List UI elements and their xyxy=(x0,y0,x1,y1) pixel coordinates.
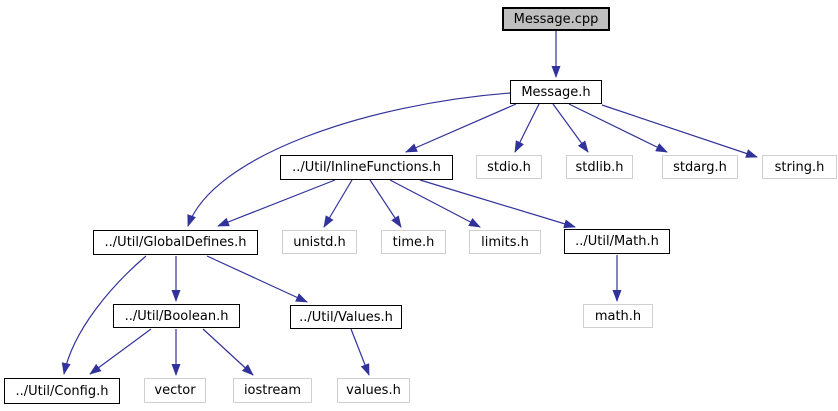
edge-inlinefunctions-h-to-time-h xyxy=(369,179,402,228)
node-math-h: math.h xyxy=(583,304,653,328)
edge-util-values-h-to-values-h xyxy=(350,328,370,376)
node-string-h: string.h xyxy=(762,155,837,179)
edge-message-h-to-stdio-h xyxy=(514,103,540,153)
node-stdarg-h: stdarg.h xyxy=(662,155,738,179)
node-util-math-h[interactable]: ../Util/Math.h xyxy=(564,229,670,254)
node-stdio-h: stdio.h xyxy=(476,155,542,179)
node-unistd-h: unistd.h xyxy=(282,230,357,254)
node-stdlib-h: stdlib.h xyxy=(566,155,633,179)
node-time-h: time.h xyxy=(381,230,446,254)
node-util-inlinefunctions-h[interactable]: ../Util/InlineFunctions.h xyxy=(280,155,453,180)
node-util-config-h[interactable]: ../Util/Config.h xyxy=(4,378,120,404)
node-limits-h: limits.h xyxy=(469,230,541,254)
node-message-cpp: Message.cpp xyxy=(502,7,610,31)
edge-message-h-to-stdarg-h xyxy=(568,103,668,153)
edge-message-h-to-stdlib-h xyxy=(552,103,589,153)
edge-globaldefines-h-to-config-h xyxy=(61,255,147,375)
edge-boolean-h-to-iostream xyxy=(202,328,254,376)
edge-boolean-h-to-config-h xyxy=(89,328,152,375)
node-values-h: values.h xyxy=(337,378,410,403)
edge-inlinefunctions-h-to-unistd-h xyxy=(323,179,353,228)
edge-inlinefunctions-h-to-util-math-h xyxy=(419,179,576,229)
node-message-h[interactable]: Message.h xyxy=(510,80,602,104)
node-util-boolean-h[interactable]: ../Util/Boolean.h xyxy=(113,304,240,328)
edge-message-h-to-inlinefunctions-h xyxy=(405,103,517,153)
edge-inlinefunctions-h-to-globaldefines-h xyxy=(217,179,336,227)
edge-inlinefunctions-h-to-limits-h xyxy=(389,179,481,228)
edge-globaldefines-h-to-util-values-h xyxy=(206,255,308,303)
edge-message-h-to-string-h xyxy=(601,104,758,158)
edge-message-h-to-globaldefines-h xyxy=(187,92,511,227)
node-vector: vector xyxy=(144,378,206,403)
node-iostream: iostream xyxy=(233,378,312,403)
node-util-values-h[interactable]: ../Util/Values.h xyxy=(290,305,402,329)
node-util-globaldefines-h[interactable]: ../Util/GlobalDefines.h xyxy=(93,230,258,255)
